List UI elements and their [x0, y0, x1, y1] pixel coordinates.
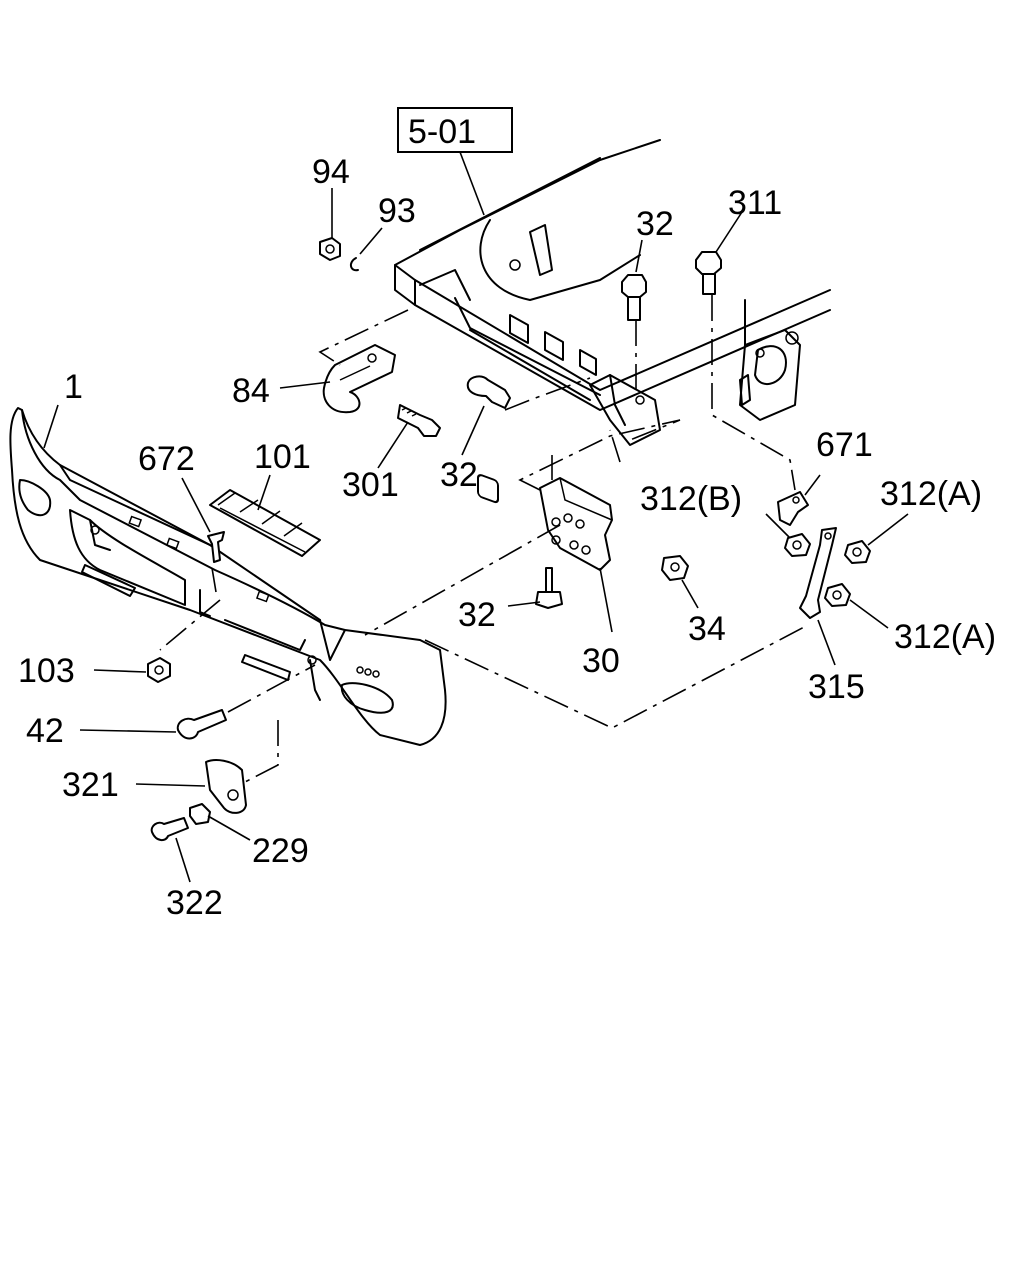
label-93: 93 [378, 192, 416, 230]
bolt-part-301 [397, 404, 441, 437]
washer-part-229 [189, 803, 211, 825]
label-reference: 5-01 [408, 113, 476, 151]
bracket-part-30 [539, 477, 613, 571]
label-101: 101 [254, 438, 311, 476]
bolt-part-32-top [621, 274, 647, 321]
reference-box [397, 107, 513, 153]
label-322: 322 [166, 884, 223, 922]
nut-part-94 [319, 237, 341, 261]
label-311: 311 [728, 184, 782, 222]
label-103: 103 [18, 652, 75, 690]
nut-part-312-a-lower [824, 583, 851, 607]
label-312-a-lower: 312(A) [894, 618, 996, 656]
grille-part-101 [209, 489, 321, 557]
assembly-phantom-lines [159, 295, 809, 783]
frame-assembly [394, 139, 831, 504]
label-32-top: 32 [636, 205, 674, 243]
nut-part-312-b [784, 533, 811, 557]
callout-labels: 5-01 94 93 32 311 84 1 301 32 672 101 67… [18, 107, 996, 922]
clip-part-672 [207, 531, 225, 563]
nut-part-312-a-upper [844, 540, 871, 564]
bracket-part-321 [205, 759, 247, 814]
nut-part-103 [147, 657, 171, 683]
bumper-part-1 [9, 407, 447, 746]
label-94: 94 [312, 153, 350, 191]
label-1: 1 [64, 368, 83, 406]
label-321: 321 [62, 766, 119, 804]
bolt-part-322 [150, 817, 189, 842]
nut-part-34 [661, 555, 689, 581]
bolt-part-311 [695, 251, 722, 295]
tow-hook-part-84 [322, 344, 396, 414]
label-42: 42 [26, 712, 64, 750]
bolt-part-42 [176, 709, 227, 740]
label-672: 672 [138, 440, 195, 478]
leader-lines [43, 151, 909, 883]
stay-part-315 [799, 527, 837, 619]
label-312-b: 312(B) [640, 480, 742, 518]
label-84: 84 [232, 372, 270, 410]
label-32-lower: 32 [458, 596, 496, 634]
label-671: 671 [816, 426, 873, 464]
label-30: 30 [582, 642, 620, 680]
label-312-a-upper: 312(A) [880, 475, 982, 513]
label-301: 301 [342, 466, 399, 504]
label-32-frame: 32 [440, 456, 478, 494]
bolt-part-32-frame [466, 375, 511, 409]
washer-part-93 [350, 257, 359, 272]
label-34: 34 [688, 610, 726, 648]
bracket-part-671 [777, 491, 809, 526]
label-229: 229 [252, 832, 309, 870]
label-315: 315 [808, 668, 865, 706]
